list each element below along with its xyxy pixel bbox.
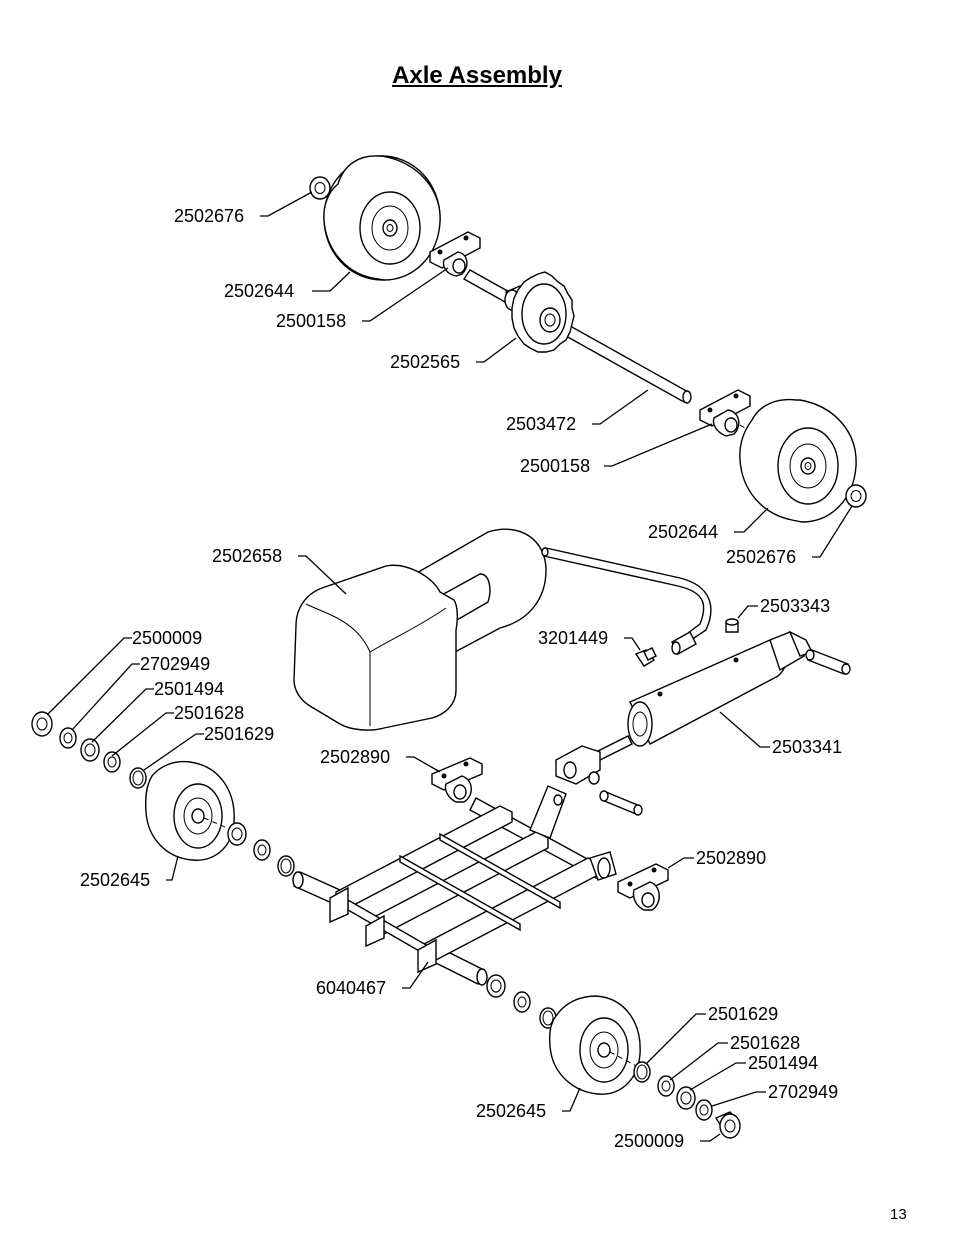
callout-label: 2502676 bbox=[726, 547, 796, 567]
callout-label: 2502676 bbox=[174, 206, 244, 226]
seal-2501494-left bbox=[80, 738, 100, 762]
callout-label: 2503343 bbox=[760, 596, 830, 616]
bearing-block-2502890-lower bbox=[617, 863, 669, 911]
callout-label: 2503472 bbox=[506, 414, 576, 434]
callout-label: 2503341 bbox=[772, 737, 842, 757]
fitting-3201449 bbox=[634, 647, 657, 667]
callout-label: 2502890 bbox=[320, 747, 390, 767]
page-number: 13 bbox=[890, 1206, 907, 1223]
bearing-block-top-left bbox=[429, 231, 481, 277]
axle-shaft bbox=[462, 269, 692, 404]
bearing-block-top-right bbox=[699, 389, 751, 437]
inner-parts-right bbox=[486, 974, 557, 1029]
callout-label: 2500158 bbox=[276, 311, 346, 331]
callout-labels: 2502676 2502644 2500158 2502565 2503472 … bbox=[80, 206, 842, 1151]
washer-2702949-left bbox=[59, 727, 77, 749]
hydraulic-cylinder-2503341 bbox=[555, 630, 851, 816]
collar-2500009-left bbox=[31, 711, 53, 737]
callout-label: 2501629 bbox=[708, 1004, 778, 1024]
callout-label: 2502644 bbox=[648, 522, 718, 542]
bearing-2501628-right bbox=[657, 1075, 675, 1097]
race-2501629-right bbox=[633, 1061, 651, 1083]
washer-2502676-left bbox=[309, 176, 331, 200]
callout-label: 3201449 bbox=[538, 628, 608, 648]
callout-label: 2501494 bbox=[154, 679, 224, 699]
callout-label: 2502890 bbox=[696, 848, 766, 868]
bearing-block-2502890-upper bbox=[431, 757, 483, 803]
inner-parts-left bbox=[227, 822, 295, 877]
page-title: Axle Assembly bbox=[392, 62, 562, 89]
race-2501629-left bbox=[129, 767, 147, 789]
callout-label: 2502645 bbox=[80, 870, 150, 890]
collar-2500009-right bbox=[714, 1111, 742, 1139]
bearing-2501628-left bbox=[103, 751, 121, 773]
axle-frame-6040467 bbox=[292, 785, 617, 986]
washer-2502676-right bbox=[845, 484, 867, 508]
leader-lines bbox=[47, 191, 853, 1142]
wheel-top-left bbox=[323, 155, 441, 281]
seal-2501494-right bbox=[676, 1086, 696, 1110]
wheel-bottom-right bbox=[548, 995, 641, 1095]
hydraulic-hose bbox=[541, 547, 712, 655]
callout-label: 2500158 bbox=[520, 456, 590, 476]
callout-label: 2702949 bbox=[140, 654, 210, 674]
sprocket-2502565 bbox=[511, 271, 575, 353]
callout-label: 2502645 bbox=[476, 1101, 546, 1121]
washer-2702949-right bbox=[695, 1099, 713, 1121]
callout-label: 2500009 bbox=[132, 628, 202, 648]
callout-label: 2500009 bbox=[614, 1131, 684, 1151]
callout-label: 2502658 bbox=[212, 546, 282, 566]
callout-label: 2501629 bbox=[204, 724, 274, 744]
callout-label: 2501628 bbox=[730, 1033, 800, 1053]
callout-label: 2501628 bbox=[174, 703, 244, 723]
callout-label: 6040467 bbox=[316, 978, 386, 998]
callout-label: 2501494 bbox=[748, 1053, 818, 1073]
motor-2502658 bbox=[293, 528, 547, 731]
callout-label: 2502565 bbox=[390, 352, 460, 372]
callout-label: 2502644 bbox=[224, 281, 294, 301]
wheel-bottom-left bbox=[144, 760, 235, 861]
callout-label: 2702949 bbox=[768, 1082, 838, 1102]
wheel-top-right bbox=[739, 398, 857, 523]
grease-fitting-2503343 bbox=[725, 618, 739, 633]
